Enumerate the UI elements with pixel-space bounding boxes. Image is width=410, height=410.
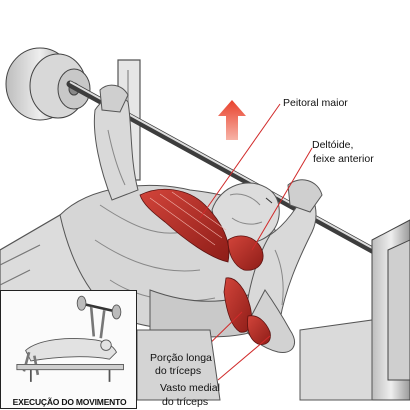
right-weight-plates (371, 219, 410, 401)
vastus-medial-label-line2: do tríceps (162, 396, 209, 408)
movement-inset: EXECUÇÃO DO MOVIMENTO (0, 290, 137, 409)
pectoral-leader-line (199, 103, 281, 219)
up-arrow-icon (218, 100, 246, 140)
highlighted-muscles (139, 188, 271, 345)
inset-head (100, 339, 112, 351)
triceps-long-label-line2: do tríceps (155, 365, 202, 377)
deltoid-label-line2: feixe anterior (313, 153, 374, 165)
inset-arms (89, 306, 106, 339)
vastus-medial-label-line1: Vasto medial (160, 382, 220, 394)
pectoralis-major-muscle (139, 188, 230, 263)
triceps-medial-head-muscle (247, 315, 271, 345)
athlete-left-arm (93, 84, 139, 201)
lower-bench (136, 319, 373, 401)
movement-sketch (16, 295, 124, 382)
anterior-deltoid-muscle (227, 235, 264, 271)
left-weight-plates (5, 47, 91, 121)
deltoid-leader-line (251, 147, 313, 251)
vastus-medial-leader-line (217, 335, 271, 381)
inset-bench (16, 363, 124, 371)
deltoid-label-line1: Deltóide, (312, 139, 354, 151)
inset-caption: EXECUÇÃO DO MOVIMENTO (12, 397, 127, 407)
triceps-long-label-line1: Porção longa (150, 352, 212, 364)
pectoral-label: Peitoral maior (283, 97, 348, 109)
